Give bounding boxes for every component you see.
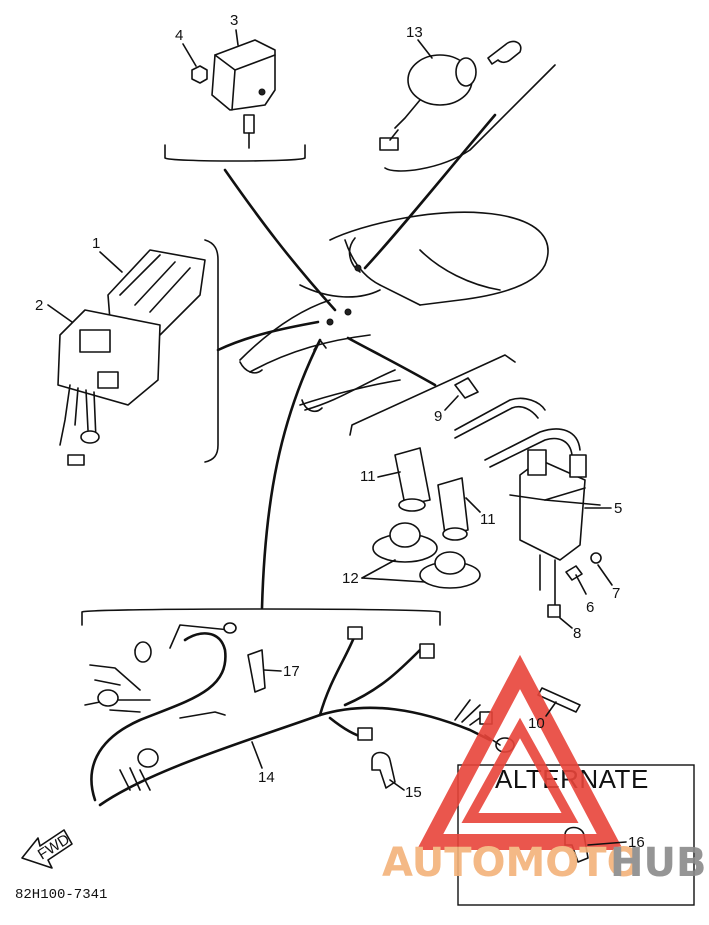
callout-1: 1 [92, 235, 100, 252]
callout-12: 12 [342, 570, 359, 587]
main-switch [379, 40, 522, 151]
callout-2: 2 [35, 297, 43, 314]
leader-from-cdi [216, 320, 320, 352]
callout-3: 3 [230, 12, 238, 29]
plug-cap-clip [454, 377, 479, 399]
leader-from-harness [260, 338, 322, 610]
ignition-coil-assembly [394, 377, 601, 618]
callout-9: 9 [434, 408, 442, 425]
wire-harness [84, 622, 515, 807]
callout-8: 8 [573, 625, 581, 642]
leader-from-regulator [223, 168, 337, 312]
callouts: 1 2 3 4 5 6 7 8 9 10 11 11 12 13 14 15 1… [35, 12, 645, 851]
cdi-unit [57, 309, 161, 466]
watermark-text-1: AUTOMOTO [382, 840, 641, 886]
callout-11b: 11 [480, 511, 496, 528]
watermark: AUTOMOTO HUB [382, 654, 706, 886]
group-brackets [81, 64, 556, 626]
ground-terminal [547, 604, 561, 618]
plug-boots [372, 522, 481, 589]
watermark-text-2: HUB [610, 840, 706, 886]
leader-lines [216, 113, 497, 610]
callout-16: 16 [628, 834, 645, 851]
callout-15: 15 [405, 784, 422, 801]
callout-17: 17 [283, 663, 300, 680]
nut [191, 65, 208, 84]
cable-band [247, 649, 266, 693]
plug-cap-1 [394, 447, 431, 506]
callout-6: 6 [586, 599, 594, 616]
callout-13: 13 [406, 24, 423, 41]
callout-4: 4 [175, 27, 183, 44]
callout-7: 7 [612, 585, 620, 602]
plug-cap-2 [437, 477, 469, 535]
regulator [211, 39, 276, 149]
callout-14: 14 [258, 769, 275, 786]
fwd-arrow: FWD [21, 829, 73, 869]
callout-10: 10 [528, 715, 545, 732]
leader-from-main-switch [363, 113, 497, 270]
frame-outline [239, 211, 549, 413]
callout-11a: 11 [360, 468, 376, 485]
wire-clamp [371, 751, 396, 789]
drawing-code: 82H100-7341 [15, 887, 107, 903]
key [487, 40, 522, 65]
callout-5: 5 [614, 500, 622, 517]
cdi-cover [107, 249, 206, 336]
leader-from-coil [346, 336, 437, 387]
bolt-washer [565, 552, 602, 595]
